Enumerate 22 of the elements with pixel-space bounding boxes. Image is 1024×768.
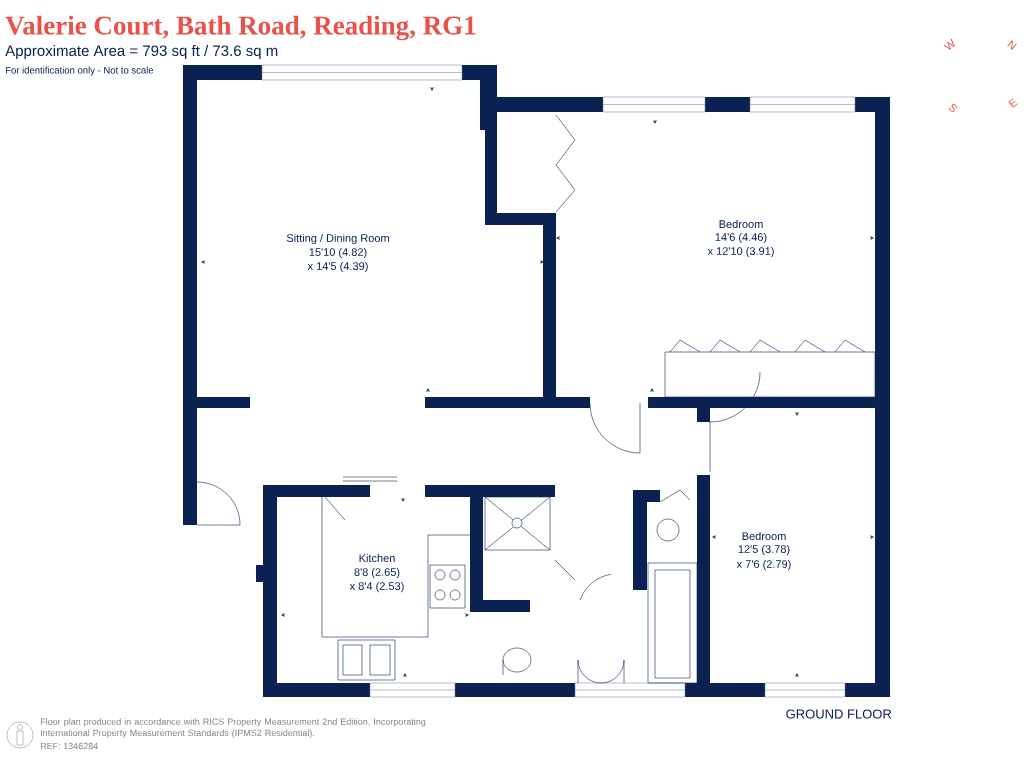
- room-dimension: x 7'6 (2.79): [736, 559, 791, 571]
- title: Valerie Court, Bath Road, Reading, RG1: [5, 15, 476, 41]
- room-dimension: 12'5 (3.78): [738, 544, 790, 556]
- compass-letter: W: [943, 38, 955, 50]
- room-dimension: 14'6 (4.46): [715, 232, 767, 244]
- area-text: Approximate Area = 793 sq ft / 73.6 sq m: [5, 45, 278, 59]
- room-dimension: 8'8 (2.65): [354, 567, 400, 579]
- compass-letter: N: [1007, 40, 1017, 50]
- compass-letter: E: [1008, 98, 1018, 108]
- note-text: For identification only - Not to scale: [6, 66, 154, 76]
- room-dimension: 15'10 (4.82): [309, 247, 367, 259]
- footer-note: Floor plan produced in accordance with RICS Property Measurement 2nd Edition, Incorporating International Property Measurement Standards (IPMS2 Residential).: [40, 718, 426, 738]
- floor-label: GROUND FLOOR: [786, 709, 892, 719]
- room-name: Sitting / Dining Room: [286, 233, 389, 245]
- room-name: Kitchen: [359, 553, 395, 563]
- footer-note: REF: 1346284: [40, 742, 98, 750]
- room-dimension: x 14'5 (4.39): [307, 261, 368, 273]
- room-name: Bedroom: [742, 531, 786, 541]
- room-dimension: x 12'10 (3.91): [707, 246, 774, 258]
- compass-letter: S: [949, 104, 957, 113]
- room-name: Bedroom: [719, 219, 763, 229]
- room-dimension: x 8'4 (2.53): [349, 581, 404, 593]
